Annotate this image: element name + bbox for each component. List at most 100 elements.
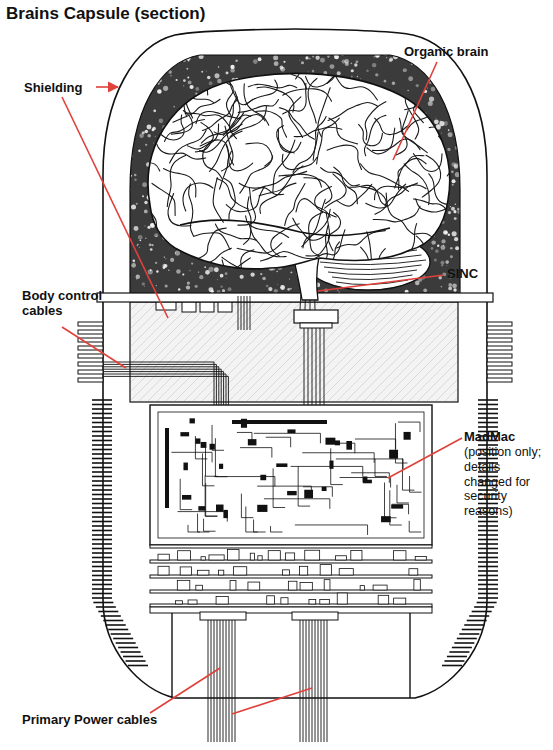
illustration-part [149,243,152,246]
illustration-part [180,479,192,510]
callout-label: (position only; details changed for secu… [464,445,550,519]
illustration-part [457,638,477,640]
illustration-part [478,422,498,424]
illustration-part [111,633,131,635]
illustration-part [324,620,325,742]
illustration-part [222,257,269,269]
illustration-part [144,285,146,287]
illustration-part [448,283,452,287]
illustration-part [238,51,239,52]
illustration-part [125,203,157,230]
illustration-part [195,438,200,443]
illustration-part [214,267,219,272]
illustration-part [153,142,154,143]
illustration-part [452,283,457,288]
illustration-part [206,70,207,71]
illustration-part [391,504,403,508]
illustration-part [216,505,224,512]
illustration-part [257,87,294,112]
illustration-part [196,111,241,123]
illustration-part [134,174,137,177]
illustration-part [407,86,453,90]
illustration-part [268,287,272,291]
body-control-cables [103,270,324,405]
illustration-part [438,276,442,280]
illustration-part [478,539,498,541]
illustration-part [125,118,126,119]
shielding-block [30,302,553,402]
illustration-part [92,575,112,577]
illustration-part [92,521,112,523]
illustration-part [131,263,136,268]
illustration-part [460,77,461,78]
illustration-part [163,86,168,91]
illustration-part [375,118,408,134]
illustration-part [132,260,135,263]
illustration-part [454,112,457,115]
illustration-part [405,89,450,109]
madmac-board [150,405,432,545]
illustration-part [440,261,444,265]
illustration-part [158,90,187,107]
illustration-part [385,483,397,518]
illustration-part [136,203,138,205]
illustration-part [214,620,215,742]
illustration-part [472,611,492,613]
illustration-part [461,62,466,67]
illustration-part [229,620,230,742]
illustration-part [290,288,292,290]
illustration-part [134,179,136,181]
illustration-part [92,539,112,541]
illustration-part [238,296,239,330]
illustration-part [158,566,169,575]
illustration-part [443,230,448,235]
illustration-part [123,656,143,658]
illustration-part [306,620,307,742]
illustration-part [327,620,328,742]
illustration-part [291,466,363,476]
illustration-part [186,285,190,289]
illustration-part [452,184,454,186]
illustration-part [144,210,148,214]
leader-line [150,668,220,713]
illustration-part [164,264,168,268]
illustration-part [264,499,330,509]
illustration-part [191,262,193,264]
illustration-part [226,72,228,74]
illustration-part [130,116,132,118]
illustration-part [230,65,234,69]
illustration-part [103,362,214,405]
illustration-part [438,137,456,176]
illustration-part [124,48,466,301]
illustration-part [373,265,392,313]
illustration-part [260,475,266,480]
illustration-part [204,519,216,531]
illustration-part [134,262,135,263]
illustration-part [92,440,112,442]
illustration-part [278,129,301,152]
illustration-part [144,201,147,204]
illustration-part [113,638,133,640]
illustration-part [280,285,285,290]
illustration-part [373,585,387,590]
illustration-part [360,586,364,590]
illustration-part [92,570,112,572]
illustration-part [125,50,465,300]
illustration-part [478,561,498,563]
illustration-part [257,486,311,496]
illustration-part [147,303,247,401]
illustration-part [224,179,235,220]
illustration-part [366,70,368,72]
illustration-part [288,48,292,52]
illustration-part [165,418,422,535]
illustration-part [125,157,130,162]
illustration-part [92,462,112,464]
illustration-part [128,59,133,64]
illustration-part [448,107,451,110]
illustration-part [478,588,498,590]
illustration-part [246,216,289,238]
illustration-part [138,235,143,240]
illustration-part [416,236,445,275]
illustration-part [431,247,434,250]
